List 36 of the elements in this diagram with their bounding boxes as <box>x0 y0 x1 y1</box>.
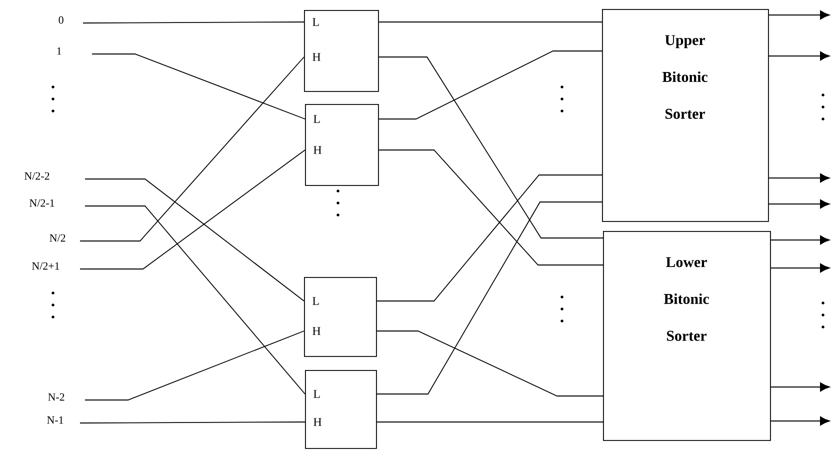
arrow <box>770 263 830 273</box>
arrow <box>768 199 830 209</box>
wire <box>376 174 602 302</box>
sorter-box: Lower Bitonic Sorter <box>603 231 771 441</box>
arrow <box>768 51 830 61</box>
input-label: N/2-2 <box>24 172 50 180</box>
arrow <box>770 382 830 392</box>
wire <box>378 150 604 266</box>
wire <box>378 56 604 238</box>
wire <box>84 206 306 394</box>
wire <box>376 330 604 396</box>
input-label: N/2-1 <box>30 199 54 207</box>
input-label: N-2 <box>48 393 64 401</box>
arrow <box>770 235 830 245</box>
arrow <box>768 10 830 20</box>
sorter-box: Upper Bitonic Sorter <box>602 9 769 222</box>
arrow <box>770 416 830 426</box>
comparator-box: L H <box>304 10 379 92</box>
wire <box>80 150 306 270</box>
wire <box>82 22 304 24</box>
comparator-box: L H <box>304 277 377 357</box>
wire <box>376 202 602 394</box>
input-label: N/2+1 <box>32 262 60 270</box>
input-label: 0 <box>58 16 64 24</box>
wire <box>80 56 304 242</box>
arrow <box>768 173 830 183</box>
comparator-box: L H <box>305 370 377 449</box>
wire <box>84 330 304 400</box>
input-label: N-1 <box>47 416 64 424</box>
input-label: N/2 <box>50 234 66 242</box>
wire <box>378 50 602 120</box>
wire <box>92 54 306 120</box>
wire <box>84 178 304 302</box>
comparator-box: L H <box>305 104 379 186</box>
wire <box>80 422 306 424</box>
input-label: 1 <box>57 47 62 55</box>
